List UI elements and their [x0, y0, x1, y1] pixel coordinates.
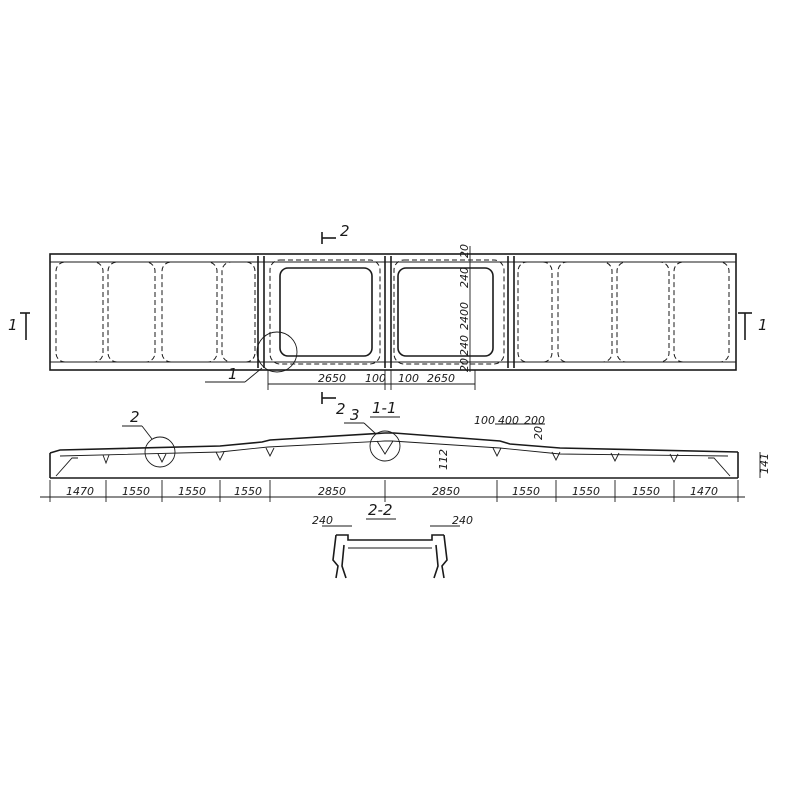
- dim-100-top: 100: [474, 414, 495, 427]
- section-2-top-label: 2: [340, 222, 350, 240]
- dim-1470-left: 1470: [66, 485, 94, 498]
- dim-400-top: 400: [498, 414, 519, 427]
- central-panel-right: [397, 267, 494, 357]
- top-chord-inner: [59, 440, 729, 457]
- callout-3-label: 3: [350, 406, 360, 424]
- panel-outline: [161, 261, 218, 363]
- dim-1470-right: 1470: [690, 485, 718, 498]
- rib-center: [376, 440, 394, 455]
- callout-2-leader: [141, 425, 153, 440]
- rib-notch: [669, 453, 679, 464]
- section-1-right-label: 1: [758, 316, 768, 334]
- dim-2850-left: 2850: [318, 485, 346, 498]
- dim-240-top: 240: [458, 267, 471, 288]
- dim-2650-right: 2650: [427, 372, 455, 385]
- callout-1-circle: [256, 331, 298, 373]
- callout-2-label: 2: [130, 408, 140, 426]
- cross-section-right-leg-inner: [433, 544, 439, 579]
- dim-100-left: 100: [365, 372, 386, 385]
- dim-1550: 1550: [234, 485, 262, 498]
- end-rib-right: [708, 457, 731, 477]
- panel-outline: [107, 261, 156, 363]
- panel-outline: [221, 261, 256, 363]
- top-chord: [49, 432, 739, 454]
- plan-view: 1 1 1 2 2 2650 100 100 2650 20 240 2400 …: [8, 222, 768, 418]
- section-1-1: 1-1 2 3 100 400 200 20: [40, 399, 771, 502]
- dim-height-mid: 112: [437, 449, 450, 470]
- cross-section-left-leg: [332, 534, 339, 579]
- rib-notch: [265, 447, 275, 458]
- dim-1550: 1550: [178, 485, 206, 498]
- section-2-2: 2-2 240 240: [312, 501, 473, 579]
- cross-section-left-leg-inner: [341, 544, 347, 579]
- dim-20-small: 20: [532, 426, 545, 440]
- panel-outline: [269, 259, 381, 365]
- dim-20-bottom: 20: [458, 358, 471, 372]
- dim-2850-right: 2850: [432, 485, 460, 498]
- panel-outline: [557, 261, 613, 363]
- cross-section-right-leg: [441, 534, 448, 579]
- callout-3-leader: [363, 422, 377, 435]
- dim-2400: 2400: [458, 302, 471, 330]
- dim-20-top: 20: [458, 244, 471, 258]
- callout-1-leader: [244, 367, 263, 383]
- rib-notch: [610, 452, 620, 463]
- dim-240-left: 240: [312, 514, 333, 527]
- cross-section-top: [336, 534, 444, 541]
- callout-3-circle: [369, 430, 401, 462]
- rib-notch: [215, 451, 225, 462]
- central-panel-left: [279, 267, 373, 357]
- dim-1550: 1550: [512, 485, 540, 498]
- slab-outline: [49, 253, 737, 371]
- dim-100-right: 100: [398, 372, 419, 385]
- panel-outline: [673, 261, 730, 363]
- rib-notch: [551, 451, 561, 462]
- dim-240-bottom: 240: [458, 335, 471, 356]
- dim-2650-left: 2650: [318, 372, 346, 385]
- panel-outline: [517, 261, 553, 363]
- dim-200-top: 200: [524, 414, 545, 427]
- section-1-1-title: 1-1: [372, 399, 397, 417]
- end-rib-left: [55, 457, 78, 477]
- panel-outline: [55, 261, 104, 363]
- panel-outline: [616, 261, 670, 363]
- dim-height-end: 141: [758, 453, 771, 474]
- dim-240-right: 240: [452, 514, 473, 527]
- rib-notch: [102, 454, 110, 465]
- dim-1550: 1550: [122, 485, 150, 498]
- callout-2-circle: [144, 436, 176, 468]
- section-2-bottom-label: 2: [336, 400, 346, 418]
- section-2-2-title: 2-2: [368, 501, 393, 519]
- rib-notch: [157, 453, 167, 464]
- dim-1550: 1550: [632, 485, 660, 498]
- section-1-left-label: 1: [8, 316, 18, 334]
- rib-notch: [492, 447, 502, 458]
- callout-1-label: 1: [228, 365, 238, 383]
- dim-1550: 1550: [572, 485, 600, 498]
- panel-outline: [393, 259, 505, 365]
